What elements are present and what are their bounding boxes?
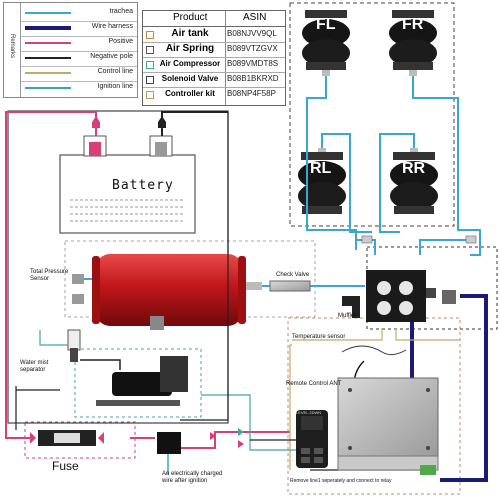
asin-code: B089VTZGVX xyxy=(227,44,278,53)
check-valve xyxy=(269,280,311,292)
remote-screen-text: LEVEL 2DWN xyxy=(296,410,322,415)
controller-box xyxy=(337,377,439,475)
asin-code: B089VMDT8S xyxy=(227,59,279,68)
asin-row: Air Spring B089VTZGVX xyxy=(143,42,285,58)
swatch xyxy=(146,46,154,54)
remarks-column: Remarks xyxy=(4,3,21,97)
legend-label-wire-harness: Wire harness xyxy=(91,23,133,30)
air-lines xyxy=(82,76,481,318)
label-fr: FR xyxy=(402,16,424,33)
water-mist-separator xyxy=(67,329,81,362)
legend-row-trachea: trachea xyxy=(21,6,137,22)
muffler xyxy=(342,296,360,318)
air-spring-fl xyxy=(302,10,350,76)
swatch xyxy=(146,61,154,69)
water-mist-separator-label: Water mist separator xyxy=(20,360,49,373)
header-asin: ASIN xyxy=(243,12,267,23)
fuse-frame xyxy=(24,421,136,459)
swatch xyxy=(146,31,154,39)
solenoid-valve xyxy=(366,270,456,322)
product-name: Solenoid Valve xyxy=(161,74,219,83)
battery-graphic xyxy=(59,135,196,234)
battery-label: Battery xyxy=(112,178,174,193)
asin-table: Product ASIN Air tank B08NJVV9QL Air Spri… xyxy=(142,10,286,106)
legend-label-negative: Negative pole xyxy=(90,53,133,60)
swatch xyxy=(146,76,154,84)
asin-header: Product ASIN xyxy=(143,11,285,27)
temperature-sensor-label: Temperature sensor xyxy=(292,334,346,340)
air-spring-frame xyxy=(289,2,455,227)
air-spring-rl xyxy=(298,148,346,214)
legend-line-negative xyxy=(25,57,71,59)
muffler-label: Muffler xyxy=(338,313,357,319)
asin-row: Air tank B08NJVV9QL xyxy=(143,27,285,43)
legend-row-control: Control line xyxy=(21,66,137,82)
legend-row-negative: Negative pole xyxy=(21,51,137,67)
asin-column-separator xyxy=(225,11,226,105)
air-spring-fr xyxy=(389,10,437,76)
label-fl: FL xyxy=(316,16,336,33)
legend-line-control xyxy=(25,72,71,74)
fuse-label: Fuse xyxy=(52,459,79,473)
header-product: Product xyxy=(173,12,208,23)
ignition-lines xyxy=(39,330,300,451)
compressor-frame xyxy=(74,348,202,418)
legend-line-trachea xyxy=(25,12,71,14)
product-name: Air Compressor xyxy=(159,59,221,68)
legend-label-positive: Positive xyxy=(108,38,133,45)
product-name: Air tank xyxy=(171,28,209,39)
legend-line-wire-harness xyxy=(25,26,71,30)
remove-line-note: Remove line1 seperately and connect to r… xyxy=(290,478,392,484)
label-rl: RL xyxy=(310,160,332,177)
temperature-sensor-wire xyxy=(341,345,407,356)
total-pressure-sensor-label: Total Pressure Sensor xyxy=(30,269,69,282)
asin-code: B08B1BKRXD xyxy=(227,74,279,83)
check-valve-label: Check Valve xyxy=(276,272,310,278)
fuse-holder xyxy=(30,430,104,446)
asin-row: Controller kit B08NP4F58P xyxy=(143,87,285,102)
legend-box: Remarks trachea Wire harness Positive Ne… xyxy=(3,2,138,98)
relay xyxy=(157,428,244,454)
swatch xyxy=(146,91,154,99)
asin-code: B08NP4F58P xyxy=(227,89,276,98)
air-spring-rr xyxy=(390,148,438,214)
air-tank xyxy=(72,254,262,330)
legend-row-positive: Positive xyxy=(21,36,137,52)
asin-row: Air Compressor B089VMDT8S xyxy=(143,57,285,73)
legend-label-trachea: trachea xyxy=(109,8,133,15)
legend-label-ignition: Ignition line xyxy=(97,83,133,90)
asin-row: Solenoid Valve B08B1BKRXD xyxy=(143,72,285,88)
legend-line-ignition xyxy=(25,87,71,89)
legend-row-wire-harness: Wire harness xyxy=(21,21,137,37)
remote-control xyxy=(296,410,328,468)
remote-control-ant-label: Remote Control ANT xyxy=(286,381,342,387)
asin-code: B08NJVV9QL xyxy=(227,29,277,38)
valve-frame xyxy=(366,246,498,330)
product-name: Controller kit xyxy=(165,89,215,98)
product-name: Air Spring xyxy=(165,43,215,54)
air-compressor xyxy=(80,356,188,406)
battery-terminals xyxy=(92,116,166,128)
tee-fittings xyxy=(361,235,477,244)
legend-label-control: Control line xyxy=(97,68,133,75)
control-lines xyxy=(289,328,460,470)
ignition-note-label: An electrically charged wire after ignit… xyxy=(162,471,223,484)
legend-line-positive xyxy=(25,42,71,44)
legend-row-ignition: Ignition line xyxy=(21,81,137,96)
label-rr: RR xyxy=(402,160,426,177)
